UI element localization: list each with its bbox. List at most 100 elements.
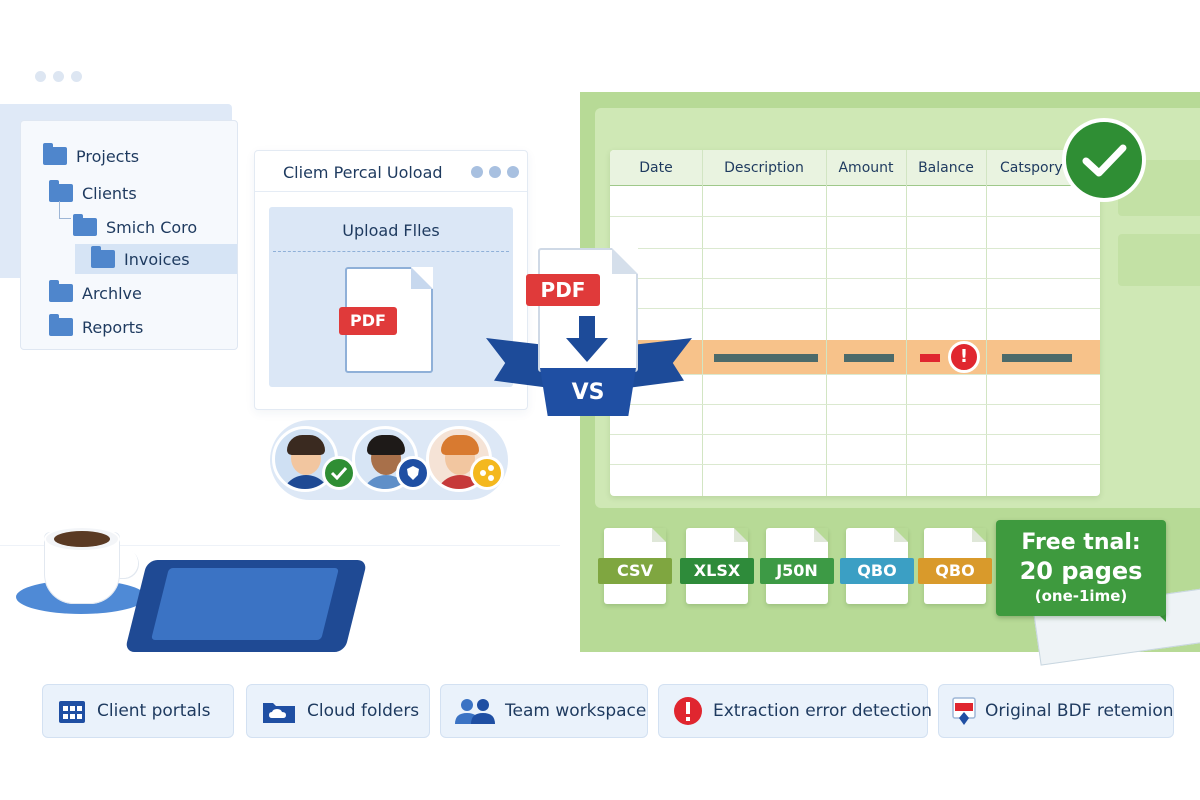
tree-connector [59,201,71,219]
upload-panel-title: Cliem Percal Uoload [283,163,443,182]
success-check-icon [1066,122,1142,198]
feature-label: Client portals [97,701,211,721]
tree-item-archive[interactable]: Archlve [49,278,142,308]
folder-icon [43,143,67,165]
trial-line-2: 20 pages [1019,557,1143,585]
column-header-balance[interactable]: Balance [918,160,974,176]
window-dot [71,71,82,82]
cell-value [714,354,818,362]
table-header [610,150,1100,186]
row-divider [610,248,1100,249]
column-divider [906,150,907,496]
tree-item-clients[interactable]: Clients [49,178,137,208]
export-format-qbo[interactable]: QBO [840,528,914,604]
upload-dropzone[interactable]: Upload Flles PDF [269,207,513,387]
window-dot [53,71,64,82]
tree-item-reports[interactable]: Reports [49,312,143,342]
window-dot [507,166,519,178]
row-divider [610,434,1100,435]
divider [255,191,527,192]
tree-item-label: Clients [82,183,137,203]
column-header-description[interactable]: Description [724,160,804,176]
format-label: XLSX [680,558,754,584]
row-divider [610,216,1100,217]
avatar-hair [441,435,479,455]
cell-value [1002,354,1072,362]
export-format-csv[interactable]: CSV [598,528,672,604]
feature-cloud-folders[interactable]: Cloud folders [246,684,430,738]
tree-item-smich-coro[interactable]: Smich Coro [73,212,197,242]
tree-item-label: Reports [82,317,144,337]
window-dot [471,166,483,178]
page-fold [612,248,638,274]
error-icon[interactable]: ! [948,341,980,373]
cell-value [920,354,940,362]
format-label: CSV [598,558,672,584]
folder-icon [73,214,97,236]
export-format-qbo-alt[interactable]: QBO [918,528,992,604]
share-badge-icon [470,456,504,490]
cloud-folder-icon [263,703,295,723]
row-divider [610,464,1100,465]
row-divider [610,404,1100,405]
panel-decor [1118,234,1200,286]
row-divider [610,308,1100,309]
tree-item-projects[interactable]: Projects [43,141,139,171]
column-header-category[interactable]: Catspory [1000,160,1063,176]
feature-client-portals[interactable]: Client portals [42,684,234,738]
pdf-tag: PDF [339,307,397,335]
divider [0,545,560,546]
trial-line-3: (one-1ime) [1034,587,1128,605]
feature-label: Extraction error detection [713,701,933,721]
window-dot [489,166,501,178]
upload-panel: Cliem Percal Uoload Upload Flles PDF [254,150,528,410]
folder-tree: Projects Clients Smich Coro Invoices Arc… [20,120,238,350]
avatar-hair [367,435,405,455]
feature-error-detection[interactable]: Extraction error detection [658,684,932,738]
folder-icon [49,280,73,302]
export-format-json[interactable]: J50N [760,528,834,604]
pdf-tag: PDF [526,274,600,306]
coffee [54,531,110,547]
column-header-date[interactable]: Date [639,160,673,176]
trial-line-1: Free tnal: [1021,530,1141,555]
pdf-file-icon: PDF [339,267,433,373]
feature-label: Cloud folders [307,701,420,721]
tree-item-label: Smich Coro [106,217,198,237]
avatar-body [281,475,331,489]
format-label: J50N [760,558,834,584]
download-arrow-icon [566,316,608,362]
alert-icon [674,697,702,725]
format-label: QBO [918,558,992,584]
column-divider [826,150,827,496]
feature-label: Original BDF retemion [985,701,1174,721]
team-icon [455,699,495,724]
export-format-xlsx[interactable]: XLSX [680,528,754,604]
dashed-divider [273,251,509,252]
row-divider [610,278,1100,279]
building-icon [59,701,85,723]
pdf-pin-icon [952,697,976,725]
folder-icon [49,314,73,336]
cell-value [844,354,894,362]
window-dot [35,71,46,82]
feature-original-pdf-retention[interactable]: Original BDF retemion [938,684,1174,738]
tree-item-label: Invoices [124,249,190,269]
table-row-error[interactable]: ! [610,340,1100,374]
shield-badge-icon [396,456,430,490]
column-header-amount[interactable]: Amount [838,160,894,176]
team-avatars [270,420,508,500]
tablet-screen [151,568,339,640]
avatar-hair [287,435,325,455]
row-divider [610,374,1100,375]
column-divider [702,150,703,496]
check-badge-icon [322,456,356,490]
tree-item-label: Projects [76,146,140,166]
column-divider [986,150,987,496]
transactions-table: ! Date Description Amount Balance Catspo… [610,150,1100,496]
feature-team-workspace[interactable]: Team workspace [440,684,648,738]
free-trial-badge[interactable]: Free tnal: 20 pages (one-1ime) [996,520,1166,616]
ribbon-center [540,368,636,416]
folder-icon [49,180,73,202]
tree-item-invoices[interactable]: Invoices [75,244,237,274]
